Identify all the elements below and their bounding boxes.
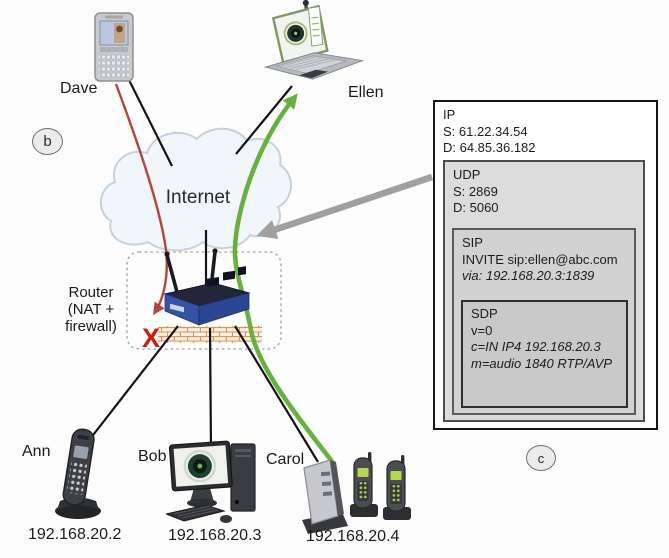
ann-ip-label: 192.168.20.2	[28, 526, 122, 543]
bob-desktop-pc-icon	[164, 440, 262, 526]
link-router-bob	[208, 327, 213, 451]
blocked-flow-red-arrow	[114, 83, 168, 315]
packet-callout-arrow	[256, 173, 434, 240]
dave-smartphone-icon	[91, 12, 137, 84]
router-zone-dotted-box	[126, 251, 282, 350]
router-label-line3: firewall)	[65, 318, 117, 335]
ann-label: Ann	[22, 443, 51, 460]
packet-detail-box: IP S: 61.22.34.54 D: 64.85.36.182 UDP S:…	[433, 100, 658, 430]
sdp-v: v=0	[471, 322, 493, 338]
internet-cloud-shape	[100, 127, 292, 252]
marker-c: c	[526, 445, 556, 471]
sip-section-text: SIP INVITE sip:ellen@abc.com via: 192.16…	[454, 230, 634, 285]
sip-invite: INVITE sip:ellen@abc.com	[462, 251, 618, 267]
sdp-section-text: SDP v=0 c=IN IP4 192.168.20.3 m=audio 18…	[463, 302, 626, 372]
sip-via: via: 192.168.20.3:1839	[462, 268, 595, 283]
udp-section: UDP S: 2869 D: 5060 SIP INVITE sip:ellen…	[443, 160, 645, 422]
ip-section-text: IP S: 61.22.34.54 D: 64.85.36.182	[435, 102, 656, 157]
marker-b: b	[32, 128, 63, 155]
udp-dst: D: 5060	[453, 200, 499, 215]
ip-title: IP	[443, 107, 456, 122]
router-icon	[155, 248, 255, 333]
ip-src: S: 61.22.34.54	[443, 123, 528, 139]
sdp-title: SDP	[471, 306, 498, 321]
carol-label: Carol	[266, 451, 305, 468]
router-label-line2: (NAT +	[67, 301, 115, 318]
sdp-section: SDP v=0 c=IN IP4 192.168.20.3 m=audio 18…	[461, 300, 628, 408]
ellen-laptop-icon	[256, 0, 368, 97]
link-router-ann	[82, 325, 179, 449]
dave-label: Dave	[60, 80, 98, 97]
carol-voip-base-phones-icon	[294, 444, 414, 536]
sip-section: SIP INVITE sip:ellen@abc.com via: 192.16…	[452, 228, 636, 415]
udp-src: S: 2869	[453, 183, 498, 199]
sdp-m: m=audio 1840 RTP/AVP	[471, 355, 613, 371]
sdp-c: c=IN IP4 192.168.20.3	[471, 339, 601, 354]
udp-section-text: UDP S: 2869 D: 5060	[445, 162, 643, 217]
bob-label: Bob	[138, 448, 167, 465]
link-router-carol	[234, 325, 319, 463]
network-links	[82, 77, 319, 463]
ip-dst: D: 64.85.36.182	[443, 140, 536, 155]
router-label-line1: Router	[68, 284, 114, 301]
blocked-x-icon: X	[142, 323, 160, 353]
bob-ip-label: 192.168.20.3	[168, 527, 262, 544]
ellen-label: Ellen	[348, 84, 384, 101]
sip-title: SIP	[462, 235, 483, 250]
allowed-flow-green-arrow	[232, 93, 336, 466]
internet-label: Internet	[166, 187, 231, 208]
udp-title: UDP	[453, 167, 481, 182]
carol-ip-label: 192.168.20.4	[306, 528, 400, 545]
router-label: Router (NAT + firewall)	[52, 284, 130, 335]
ann-cordless-phone-icon	[50, 426, 106, 521]
link-dave-internet	[127, 77, 173, 167]
